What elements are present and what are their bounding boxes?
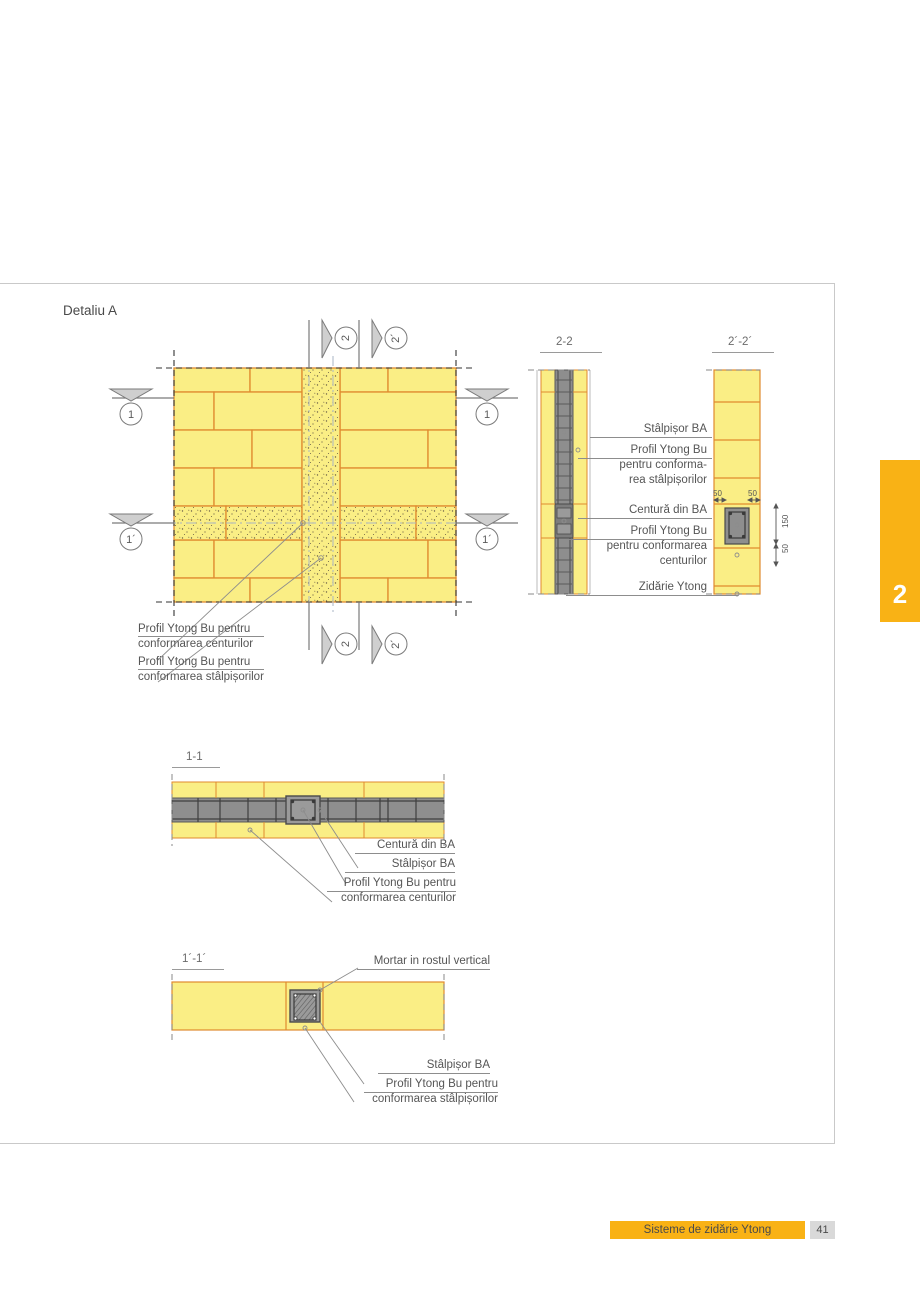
label-profil-centuri-1-1: Profil Ytong Bu pentru conformarea centu… (300, 876, 456, 906)
section-marker-2p-bottom: 2´ (371, 624, 408, 665)
label-profil-stalpisori-line3: rea stâlpișorilor (629, 474, 707, 486)
label-stalpisor-1p-1p: Stâlpișor BA (426, 1059, 490, 1071)
dimension-50-left: 50 (713, 489, 722, 498)
leader-profil-stalpisori-1p-1p (364, 1092, 498, 1093)
leader-stalpisor-1-1 (345, 872, 455, 873)
label-profil-centuri-line2: pentru conformarea (606, 540, 707, 552)
leader-zidarie-ytong (566, 595, 738, 596)
plan-view-drawing (112, 320, 518, 683)
chapter-tab: 2 (880, 460, 920, 622)
marker-label-2-top: 2 (340, 335, 352, 341)
section-1-1-title-underline (172, 767, 220, 768)
label-stalpisor-ba-2-2: Stâlpișor BA (643, 423, 707, 435)
label-centura-1-1: Centură din BA (377, 839, 455, 851)
leader-profil-centuri-1-1 (327, 891, 456, 892)
section-marker-1p-right: 1´ (464, 513, 510, 551)
section-2p-2p-title-underline (712, 352, 774, 353)
marker-label-1p-right: 1´ (482, 534, 492, 546)
plan-callout-1: Profil Ytong Bu pentru conformarea centu… (138, 622, 253, 652)
footer-title-bar: Sisteme de zidărie Ytong (610, 1221, 805, 1239)
leader-mortar-1p-1p (357, 969, 490, 970)
footer-page-number: 41 (816, 1224, 829, 1236)
section-marker-2-bottom: 2 (321, 624, 358, 665)
marker-label-1-right: 1 (484, 409, 490, 421)
label-profil-stalpisori-line2: pentru conforma- (619, 459, 707, 471)
plan-callout-1-line1: Profil Ytong Bu pentru (138, 623, 251, 635)
marker-label-2p-top: 2´ (390, 333, 402, 343)
leader-centura-1-1 (355, 853, 455, 854)
detail-title: Detaliu A (63, 303, 118, 318)
section-marker-2-top: 2 (321, 318, 358, 359)
label-profil-centuri-line3: centurilor (659, 555, 707, 567)
footer-title-text: Sisteme de zidărie Ytong (643, 1224, 772, 1236)
plan-callout-1-underline (138, 636, 264, 637)
section-marker-1-left: 1 (108, 388, 154, 426)
plan-callout-1-line2: conformarea centurilor (138, 638, 254, 650)
leader-stalpisor-ba-2-2 (590, 437, 712, 438)
leader-centura-2-2 (578, 518, 712, 519)
section-marker-2p-top: 2´ (371, 318, 408, 359)
section-2-2-drawing (528, 369, 591, 595)
label-profil-centuri-2-2: Profil Ytong Bu pentru conformarea centu… (575, 524, 707, 569)
section-2-2-title: 2-2 (556, 336, 573, 348)
dimension-50-right: 50 (748, 489, 757, 498)
plan-callout-2-line2: conformarea stâlpișorilor (138, 671, 264, 683)
section-2-2-title-underline (540, 352, 602, 353)
section-marker-1p-left: 1´ (108, 513, 154, 551)
plan-callout-2-line1: Profil Ytong Bu pentru (138, 656, 251, 668)
section-1p-1p-drawing (171, 967, 445, 1103)
leader-profil-centuri-2-2 (566, 539, 712, 540)
label-profil-centuri-1-1-line2: conformarea centurilor (340, 892, 456, 904)
section-1p-1p-title: 1´-1´ (182, 953, 207, 965)
marker-label-2p-bottom: 2´ (390, 639, 402, 649)
dimension-50-bottom: 50 (781, 544, 790, 553)
footer-page-number-box: 41 (810, 1221, 835, 1239)
section-1-1-drawing (171, 774, 445, 903)
section-1-1-title: 1-1 (186, 751, 203, 763)
label-centura-din-ba-2-2: Centură din BA (629, 504, 707, 516)
dimension-150: 150 (781, 514, 790, 528)
label-zidarie-ytong: Zidărie Ytong (638, 581, 707, 593)
marker-label-2-bottom: 2 (340, 641, 352, 647)
section-2p-2p-title: 2´-2´ (728, 336, 753, 348)
marker-label-1-left: 1 (128, 409, 134, 421)
section-2p-2p-drawing (706, 369, 779, 597)
label-profil-stalpisori-1p-line1: Profil Ytong Bu pentru (385, 1078, 498, 1090)
label-profil-stalpisori-1p-1p: Profil Ytong Bu pentru conformarea stâlp… (334, 1077, 498, 1107)
chapter-number: 2 (892, 579, 908, 609)
label-stalpisor-1-1: Stâlpișor BA (391, 858, 455, 870)
leader-stalpisor-1p-1p (378, 1073, 490, 1074)
label-profil-stalpisori-2-2: Profil Ytong Bu pentru conforma- rea stâ… (575, 443, 707, 488)
plan-callout-2-underline (138, 669, 264, 670)
marker-label-1p-left: 1´ (126, 534, 136, 546)
label-mortar-1p-1p: Mortar in rostul vertical (373, 955, 490, 967)
label-profil-stalpisori-line1: Profil Ytong Bu (630, 444, 707, 456)
section-1p-1p-title-underline (172, 969, 224, 970)
leader-profil-stalpisori-2-2 (578, 458, 712, 459)
label-profil-centuri-line1: Profil Ytong Bu (630, 525, 707, 537)
plan-callout-2: Profil Ytong Bu pentru conformarea stâlp… (138, 655, 264, 685)
section-marker-1-right: 1 (464, 388, 510, 426)
label-profil-stalpisori-1p-line2: conformarea stâlpișorilor (372, 1093, 498, 1105)
label-profil-centuri-1-1-line1: Profil Ytong Bu pentru (343, 877, 456, 889)
